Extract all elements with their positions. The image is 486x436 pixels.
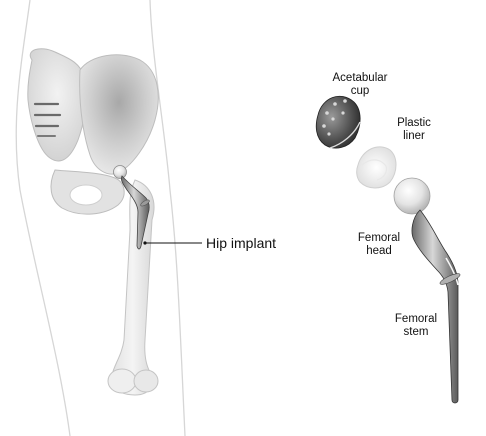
- acetabular-cup-label-line1: Acetabular: [325, 72, 395, 85]
- hip-implant-text: Hip implant: [206, 235, 276, 251]
- femoral-head-label-line2: head: [348, 245, 410, 258]
- femoral-stem: [412, 210, 461, 403]
- acetabular-cup-label: Acetabular cup: [325, 72, 395, 98]
- plastic-liner-label-line2: liner: [385, 130, 443, 143]
- femoral-head-label: Femoral head: [348, 232, 410, 258]
- femur: [108, 180, 158, 395]
- femoral-stem-label-line1: Femoral: [385, 313, 447, 326]
- hip-implant-label: Hip implant: [206, 235, 276, 251]
- plastic-liner: [357, 147, 396, 188]
- plastic-liner-label-line1: Plastic: [385, 117, 443, 130]
- femoral-head: [394, 178, 430, 214]
- femoral-stem-label-line2: stem: [385, 326, 447, 339]
- plastic-liner-label: Plastic liner: [385, 117, 443, 143]
- femoral-stem-label: Femoral stem: [385, 313, 447, 339]
- sacrum: [28, 49, 87, 161]
- body-outline-right: [150, 0, 185, 436]
- femoral-head-label-line1: Femoral: [348, 232, 410, 245]
- hip-implant-leader-dot: [143, 241, 146, 244]
- acetabular-cup-label-line2: cup: [325, 85, 395, 98]
- acetabular-cup: [316, 96, 360, 148]
